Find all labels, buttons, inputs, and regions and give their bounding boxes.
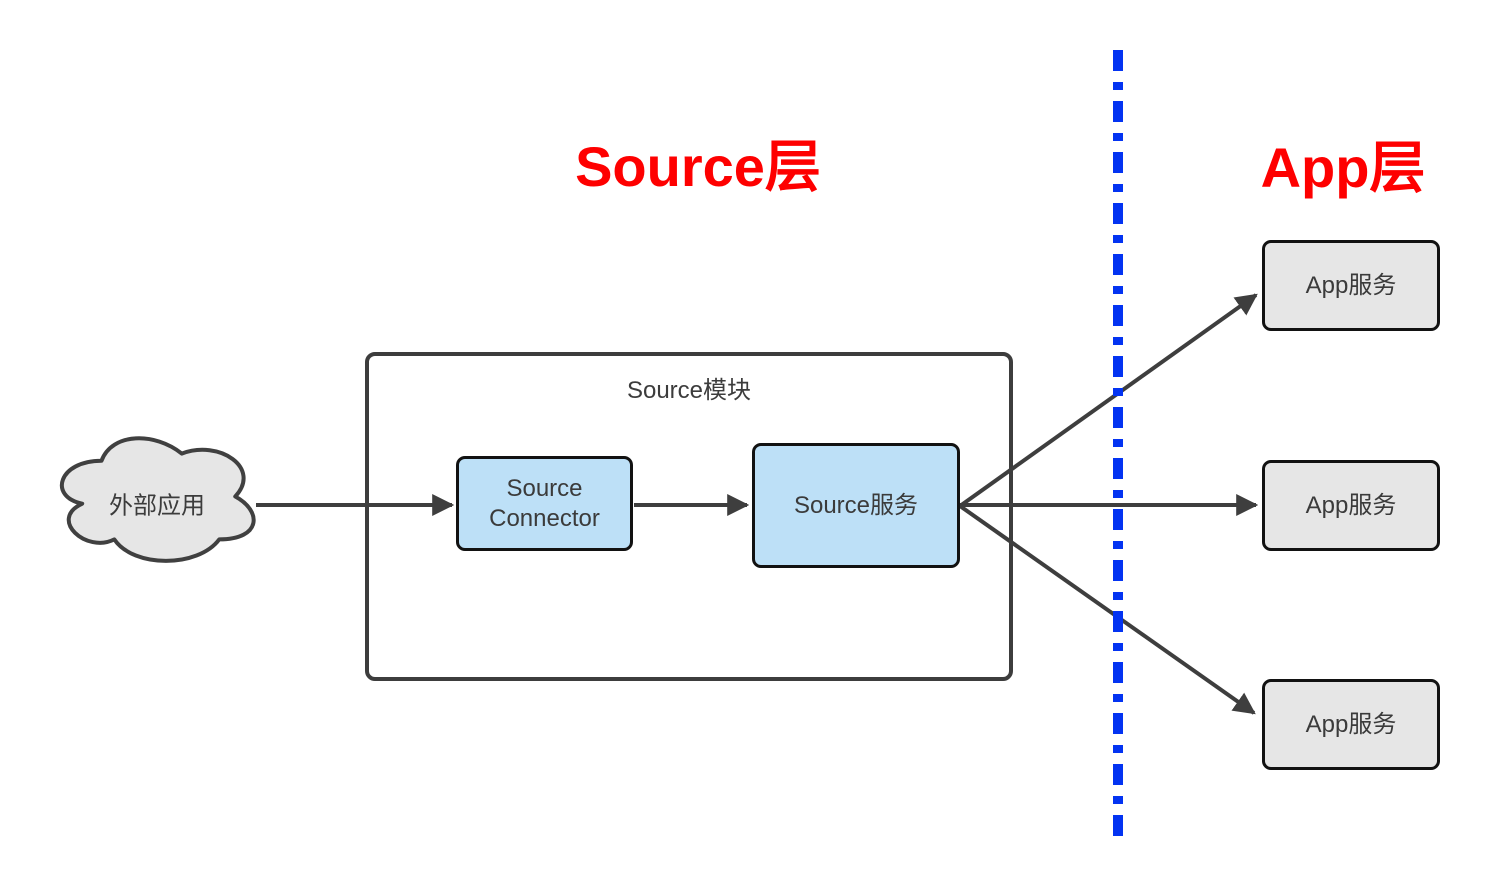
source-module-label: Source模块 [626, 377, 752, 404]
edge-service-to-app-0 [958, 293, 1258, 508]
source-service-label: Source服务 [793, 491, 919, 519]
external-app-label: 外部应用 [109, 492, 205, 520]
external-app-cloud-shape [60, 436, 256, 563]
app-service-label: App服务 [1305, 491, 1397, 519]
app-layer-title: App层 [1260, 136, 1426, 199]
source-connector-node: Source Connector [456, 456, 633, 551]
source-service-node: Source服务 [752, 443, 960, 568]
source-layer-title: Source层 [575, 135, 821, 198]
app-service-label: App服务 [1305, 271, 1397, 299]
app-service-node: App服务 [1262, 679, 1440, 770]
app-service-node: App服务 [1262, 460, 1440, 551]
source-connector-label: Source Connector [489, 474, 600, 532]
app-service-label: App服务 [1305, 710, 1397, 738]
app-service-node: App服务 [1262, 240, 1440, 331]
edge-service-to-app-2 [958, 504, 1256, 715]
